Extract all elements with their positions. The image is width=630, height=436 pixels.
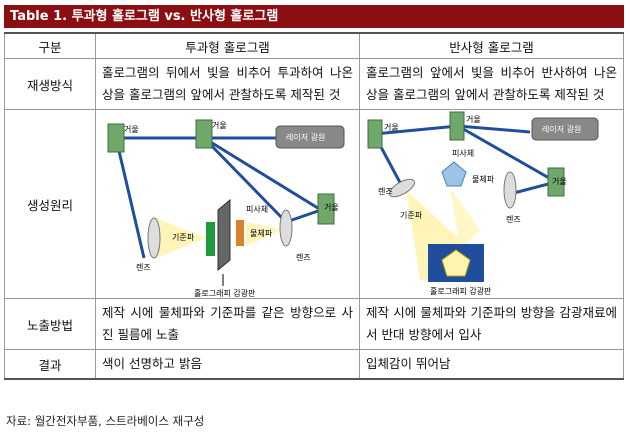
- reflection-diagram-cell: 거울 거울 거울 레이저 광원 렌즈 기준파 피사체 물체파 렌: [359, 109, 624, 299]
- transmission-diagram-cell: 거울 거울 거울 레이저 광원 렌즈 기준파 피사체 물체파: [95, 109, 360, 299]
- table-row: 결과 색이 선명하고 밝음 입체감이 뛰어남: [4, 349, 624, 380]
- header-row: 구분 투과형 홀로그램 반사형 홀로그램: [4, 32, 624, 59]
- row-label: 재생방식: [4, 58, 96, 110]
- row-label: 노출방법: [4, 298, 96, 350]
- subject-icon: [441, 161, 467, 187]
- pentagon-icon: [441, 249, 471, 277]
- reference-beam: [156, 218, 206, 258]
- lens-label: 렌즈: [296, 252, 311, 262]
- transmission-cell: 색이 선명하고 밝음: [95, 349, 360, 380]
- table-title: Table 1. 투과형 홀로그램 vs. 반사형 홀로그램: [4, 5, 624, 28]
- subject-label: 피사체: [452, 148, 474, 158]
- transmission-cell: 제작 시에 물체파와 기준파를 같은 방향으로 사진 필름에 노출: [95, 298, 360, 350]
- reflection-hologram-diagram: 거울 거울 거울 레이저 광원 렌즈 기준파 피사체 물체파 렌: [367, 111, 599, 296]
- photo-plate-icon: [217, 198, 231, 272]
- film-icon: [206, 222, 215, 256]
- lens-icon: [147, 217, 161, 259]
- mirror-icon: [195, 119, 213, 149]
- mirror-icon: [317, 193, 335, 225]
- object-wave-label: 물체파: [250, 228, 273, 238]
- table-row: 생성원리 거울 거울 거울 레이저 광원: [4, 109, 624, 299]
- reflection-cell: 입체감이 뛰어남: [359, 349, 624, 380]
- reference-wave-label: 기준파: [172, 233, 195, 242]
- lens-icon: [279, 209, 293, 247]
- source-note: 자료: 월간전자부품, 스트라베이스 재구성: [6, 414, 205, 428]
- subject-label: 피사체: [246, 204, 268, 214]
- lens-icon: [389, 178, 415, 198]
- mirror-label: 거울: [466, 115, 481, 124]
- row-label: 결과: [4, 349, 96, 380]
- lens-label: 렌즈: [136, 262, 151, 272]
- lens-label: 렌즈: [506, 214, 521, 224]
- table-row: 재생방식 홀로그램의 뒤에서 빛을 비추어 투과하여 나온 상을 홀로그램의 앞…: [4, 58, 624, 110]
- mirror-label: 거울: [324, 203, 339, 212]
- mirror-icon: [107, 123, 125, 153]
- header-transmission: 투과형 홀로그램: [95, 32, 360, 59]
- object-beam: [450, 188, 480, 250]
- reflection-cell: 제작 시에 물체파와 기준파의 방향을 감광재료에서 반대 방향에서 입사: [359, 298, 624, 350]
- header-category: 구분: [4, 32, 96, 59]
- lens-icon: [503, 171, 517, 209]
- transmission-hologram-diagram: 거울 거울 거울 레이저 광원 렌즈 기준파 피사체 물체파: [107, 119, 345, 298]
- comparison-table: 구분 투과형 홀로그램 반사형 홀로그램 재생방식 홀로그램의 뒤에서 빛을 비…: [4, 32, 624, 380]
- mirror-icon: [367, 119, 383, 149]
- laser-label: 레이저 광원: [542, 124, 581, 134]
- laser-label: 레이저 광원: [286, 132, 325, 142]
- table-row: 노출방법 제작 시에 물체파와 기준파를 같은 방향으로 사진 필름에 노출 제…: [4, 298, 624, 350]
- photo-plate-label: 홀로그래피 감광판: [194, 288, 256, 298]
- object-wave-label: 물체파: [472, 174, 495, 184]
- mirror-icon: [547, 167, 565, 197]
- lens-label: 렌즈: [378, 186, 393, 196]
- header-reflection: 반사형 홀로그램: [359, 32, 624, 59]
- mirror-label: 거울: [124, 125, 139, 134]
- reflection-cell: 홀로그램의 앞에서 빛을 비추어 반사하여 나온 상을 홀로그램의 앞에서 관찰…: [359, 58, 624, 110]
- subject-icon: [236, 220, 244, 246]
- reference-wave-label: 기준파: [400, 211, 423, 220]
- photo-plate-label: 홀로그래피 감광판: [430, 286, 492, 296]
- laser-icon: [531, 117, 599, 141]
- mirror-label: 거울: [212, 121, 227, 130]
- transmission-cell: 홀로그램의 뒤에서 빛을 비추어 투과하여 나온 상을 홀로그램의 앞에서 관찰…: [95, 58, 360, 110]
- mirror-label: 거울: [384, 123, 399, 132]
- mirror-label: 거울: [552, 177, 567, 186]
- row-label: 생성원리: [4, 109, 96, 299]
- object-beam: [246, 222, 282, 246]
- mirror-icon: [449, 111, 465, 141]
- laser-icon: [275, 125, 345, 149]
